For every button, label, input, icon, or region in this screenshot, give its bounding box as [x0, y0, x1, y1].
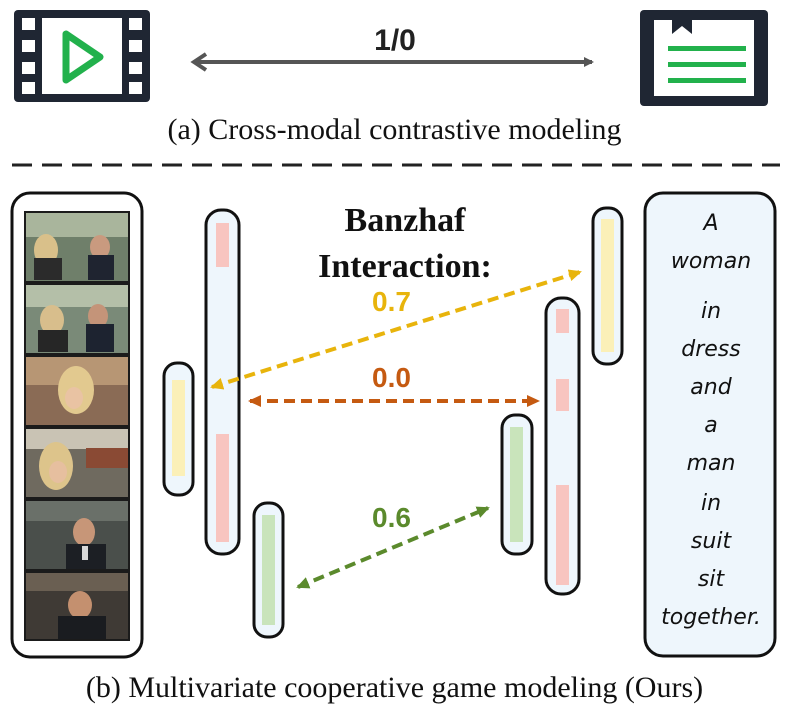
- interaction-arrow-yellow: [210, 269, 582, 390]
- video-frame-3: [26, 357, 128, 425]
- video-frame-5: [26, 501, 128, 569]
- sentence-word: and: [690, 375, 732, 400]
- banzhaf-title: Banzhaf Interaction:: [305, 198, 505, 290]
- text-document-icon: [640, 10, 768, 106]
- sentence-word: sit: [697, 567, 725, 592]
- sentence-word: dress: [681, 337, 741, 362]
- video-frame-2: [26, 285, 128, 353]
- sentence-word: A: [703, 211, 719, 236]
- sentence-word: in: [700, 491, 722, 516]
- text-token-bar-yellow: [591, 206, 624, 366]
- video-frames-panel: [10, 191, 144, 659]
- video-token-bar-yellow: [162, 361, 195, 497]
- banzhaf-title-line2: Interaction:: [318, 248, 492, 285]
- sentence-panel: [643, 191, 777, 658]
- interaction-value-green: 0.6: [372, 502, 411, 533]
- contrastive-label: 1/0: [374, 24, 416, 57]
- interaction-value-orange: 0.0: [372, 362, 411, 393]
- sentence-word: man: [686, 451, 736, 476]
- sentence-word: suit: [690, 529, 732, 554]
- video-frame-1: [26, 213, 128, 281]
- interaction-value-yellow: 0.7: [372, 286, 411, 317]
- sentence-word: a: [704, 413, 718, 438]
- interaction-arrow-green: [296, 506, 490, 589]
- contrastive-arrow-left-head: [190, 52, 208, 72]
- sentence-word: together.: [661, 605, 761, 630]
- video-icon: [14, 10, 150, 102]
- text-token-bar-green: [500, 413, 534, 556]
- sentence-word: woman: [670, 249, 752, 274]
- banzhaf-title-line1: Banzhaf: [344, 202, 466, 239]
- text-token-bar-long: [544, 296, 581, 596]
- video-frame-6: [26, 573, 128, 639]
- video-token-bar-green: [252, 501, 285, 639]
- caption-a: (a) Cross-modal contrastive modeling: [167, 113, 622, 146]
- video-frame-4: [26, 429, 128, 497]
- sentence-word: in: [700, 299, 722, 324]
- caption-b: (b) Multivariate cooperative game modeli…: [85, 671, 704, 704]
